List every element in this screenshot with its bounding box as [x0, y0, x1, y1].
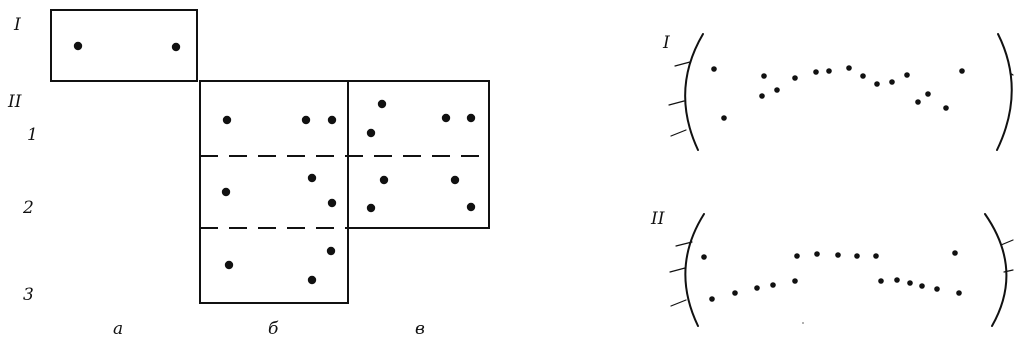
dot-b3 [224, 260, 234, 270]
dot-II [792, 278, 798, 284]
dot-I [889, 79, 895, 85]
dot-v2 [366, 203, 376, 213]
hair-stroke [675, 241, 693, 247]
dot-II [956, 290, 962, 296]
row-label-2: 2 [22, 198, 34, 218]
dot-II [873, 253, 879, 259]
dot-II [732, 290, 738, 296]
dot-b1 [327, 115, 337, 125]
dot-II [907, 280, 913, 286]
dot-b3 [307, 275, 317, 285]
row-label-II: II [7, 92, 22, 112]
dot-II [919, 283, 925, 289]
hair-stroke [674, 61, 691, 67]
dot-I [711, 66, 717, 72]
dot-v2 [379, 175, 389, 185]
dot-I [761, 73, 767, 79]
hair-stroke [670, 299, 687, 307]
dot-I [826, 68, 832, 74]
dot-v1 [377, 99, 387, 109]
hair-stroke [668, 100, 685, 106]
column-label-a: а [113, 319, 123, 339]
dot-I [813, 69, 819, 75]
dot-II [878, 278, 884, 284]
dot-I [959, 68, 965, 74]
dot-Ia-left [73, 41, 83, 51]
dot-v1 [441, 113, 451, 123]
dot-II [894, 277, 900, 283]
row-label-I: I [13, 15, 21, 35]
dot-I [846, 65, 852, 71]
hair-stroke [669, 267, 686, 273]
dot-I [860, 73, 866, 79]
dot-v1 [466, 113, 476, 123]
dot-I [792, 75, 798, 81]
dot-b2 [327, 198, 337, 208]
dot-I [721, 115, 727, 121]
column-label-v: в [415, 319, 425, 339]
dot-II [754, 285, 760, 291]
row-label-1: 1 [27, 125, 38, 145]
dot-I [774, 87, 780, 93]
column-label-b: б [268, 319, 279, 339]
wall-I-right-arc [996, 33, 1013, 151]
box-II-v [347, 80, 490, 229]
speck [802, 322, 804, 324]
dot-II [854, 253, 860, 259]
dot-II [794, 253, 800, 259]
wall-II-left-arc [684, 213, 705, 327]
dot-b1 [222, 115, 232, 125]
hair-stroke [1009, 72, 1014, 76]
dot-b3 [326, 246, 336, 256]
right-label-II: II [650, 209, 665, 229]
hair-stroke [1000, 239, 1014, 246]
dot-b2 [221, 187, 231, 197]
dot-b2 [307, 173, 317, 183]
dot-II [701, 254, 707, 260]
dot-II [952, 250, 958, 256]
row-label-3: 3 [23, 285, 34, 305]
dot-I [874, 81, 880, 87]
dot-I [943, 105, 949, 111]
dot-b1 [301, 115, 311, 125]
dot-II [709, 296, 715, 302]
right-label-I: I [662, 33, 670, 53]
dot-I [925, 91, 931, 97]
hair-stroke [670, 129, 687, 137]
dot-II [770, 282, 776, 288]
dot-Ia-right [171, 42, 181, 52]
dot-v2 [450, 175, 460, 185]
dot-v2 [466, 202, 476, 212]
dot-I [904, 72, 910, 78]
dot-I [759, 93, 765, 99]
dot-II [835, 252, 841, 258]
dot-v1 [366, 128, 376, 138]
box-I-a [50, 9, 198, 82]
dot-I [915, 99, 921, 105]
hair-stroke [1003, 269, 1014, 273]
dot-II [934, 286, 940, 292]
dot-II [814, 251, 820, 257]
wall-II-right-arc [984, 213, 1008, 327]
wall-I-left-arc [684, 33, 704, 151]
